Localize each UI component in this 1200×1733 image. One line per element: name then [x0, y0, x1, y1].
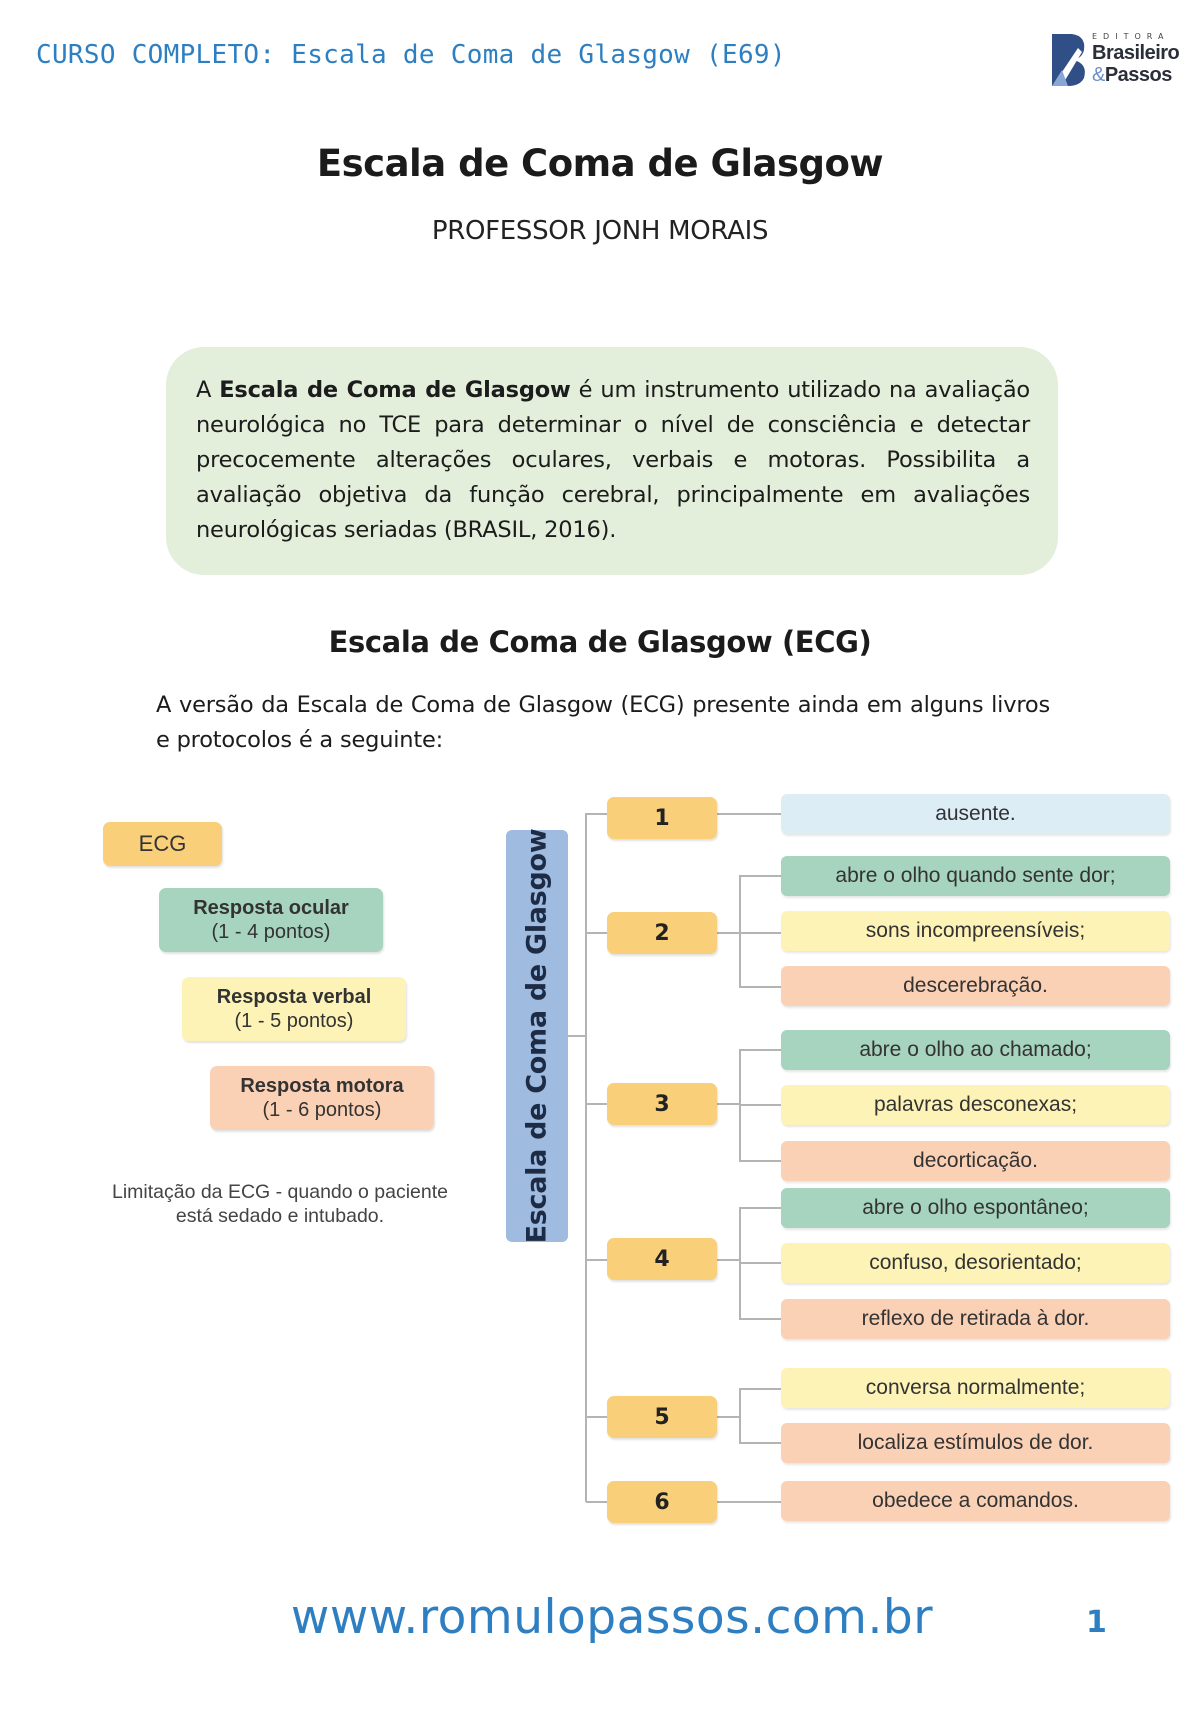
- connector-2-stub: [717, 932, 739, 934]
- score-2: 2: [607, 912, 717, 954]
- score-2-motora-item: descerebração.: [781, 966, 1170, 1006]
- score-4-motora-item: reflexo de retirada à dor.: [781, 1299, 1170, 1339]
- score-1-item: ausente.: [781, 794, 1170, 834]
- connector-6-item: [717, 1501, 781, 1503]
- document-title: Escala de Coma de Glasgow: [316, 142, 884, 185]
- score-3-ocular-item: abre o olho ao chamado;: [781, 1030, 1170, 1070]
- connector-2-c: [739, 986, 781, 988]
- score-4: 4: [607, 1238, 717, 1280]
- score-5: 5: [607, 1396, 717, 1438]
- connector-2-a: [739, 875, 781, 877]
- score-1: 1: [607, 797, 717, 839]
- section-paragraph: A versão da Escala de Coma de Glasgow (E…: [156, 692, 1050, 753]
- logo-editora-text: EDITORA: [1092, 32, 1170, 41]
- score-2-verbal-item: sons incompreensíveis;: [781, 911, 1170, 951]
- connector-5-stub: [717, 1416, 739, 1418]
- connector-3: [586, 1103, 608, 1105]
- category-motora: Resposta motora (1 - 6 pontos): [210, 1066, 434, 1130]
- connector-5-bracket: [739, 1388, 741, 1443]
- connector-4-b: [739, 1262, 781, 1264]
- intro-text: A Escala de Coma de Glasgow é um instrum…: [196, 377, 1030, 543]
- connector-3-b: [739, 1104, 781, 1106]
- connector-trunk: [585, 813, 587, 1502]
- score-4-ocular-item: abre o olho espontâneo;: [781, 1188, 1170, 1228]
- section-title: Escala de Coma de Glasgow (ECG): [328, 625, 872, 659]
- connector-2: [586, 932, 608, 934]
- connector-4-c: [739, 1318, 781, 1320]
- footer-website-link[interactable]: www.romulopassos.com.br: [290, 1590, 934, 1645]
- score-5-motora-item: localiza estímulos de dor.: [781, 1423, 1170, 1463]
- score-5-verbal-item: conversa normalmente;: [781, 1368, 1170, 1408]
- connector-4-stub: [717, 1259, 739, 1261]
- document-author: PROFESSOR JONH MORAIS: [431, 216, 769, 246]
- category-verbal: Resposta verbal (1 - 5 pontos): [182, 977, 406, 1041]
- intro-box: A Escala de Coma de Glasgow é um instrum…: [166, 347, 1058, 575]
- score-3-verbal-item: palavras desconexas;: [781, 1085, 1170, 1125]
- connector-5-b: [739, 1442, 781, 1444]
- score-6: 6: [607, 1481, 717, 1523]
- score-3: 3: [607, 1083, 717, 1125]
- connector-4-a: [739, 1207, 781, 1209]
- connector-1: [586, 813, 608, 815]
- score-2-ocular-item: abre o olho quando sente dor;: [781, 856, 1170, 896]
- connector-5: [586, 1416, 608, 1418]
- connector-4: [586, 1259, 608, 1261]
- score-4-verbal-item: confuso, desorientado;: [781, 1243, 1170, 1283]
- score-6-motora-item: obedece a comandos.: [781, 1481, 1170, 1521]
- page-number: 1: [1086, 1605, 1107, 1640]
- logo-brasileiro-text: Brasileiro: [1092, 42, 1180, 64]
- connector-2-bracket: [739, 875, 741, 987]
- glasgow-vertical-text: Escala de Coma de Glasgow: [521, 828, 553, 1244]
- publisher-logo: EDITORA Brasileiro &Passos: [1048, 30, 1180, 88]
- connector-3-c: [739, 1160, 781, 1162]
- score-3-motora-item: decorticação.: [781, 1141, 1170, 1181]
- logo-passos-text: &Passos: [1092, 64, 1172, 86]
- ecg-label: ECG: [103, 822, 222, 866]
- connector-trunk-to-label: [568, 1035, 586, 1037]
- connector-2-b: [739, 932, 781, 934]
- connector-5-a: [739, 1388, 781, 1390]
- publisher-logo-icon: [1052, 34, 1085, 86]
- connector-1-item: [717, 813, 781, 815]
- connector-3-a: [739, 1049, 781, 1051]
- category-ocular: Resposta ocular (1 - 4 pontos): [159, 888, 383, 952]
- course-header-title: CURSO COMPLETO: Escala de Coma de Glasgo…: [36, 40, 786, 70]
- connector-6: [586, 1501, 608, 1503]
- connector-3-stub: [717, 1103, 739, 1105]
- glasgow-vertical-label: Escala de Coma de Glasgow: [506, 828, 568, 1244]
- limitation-note: Limitação da ECG - quando o paciente est…: [111, 1181, 449, 1227]
